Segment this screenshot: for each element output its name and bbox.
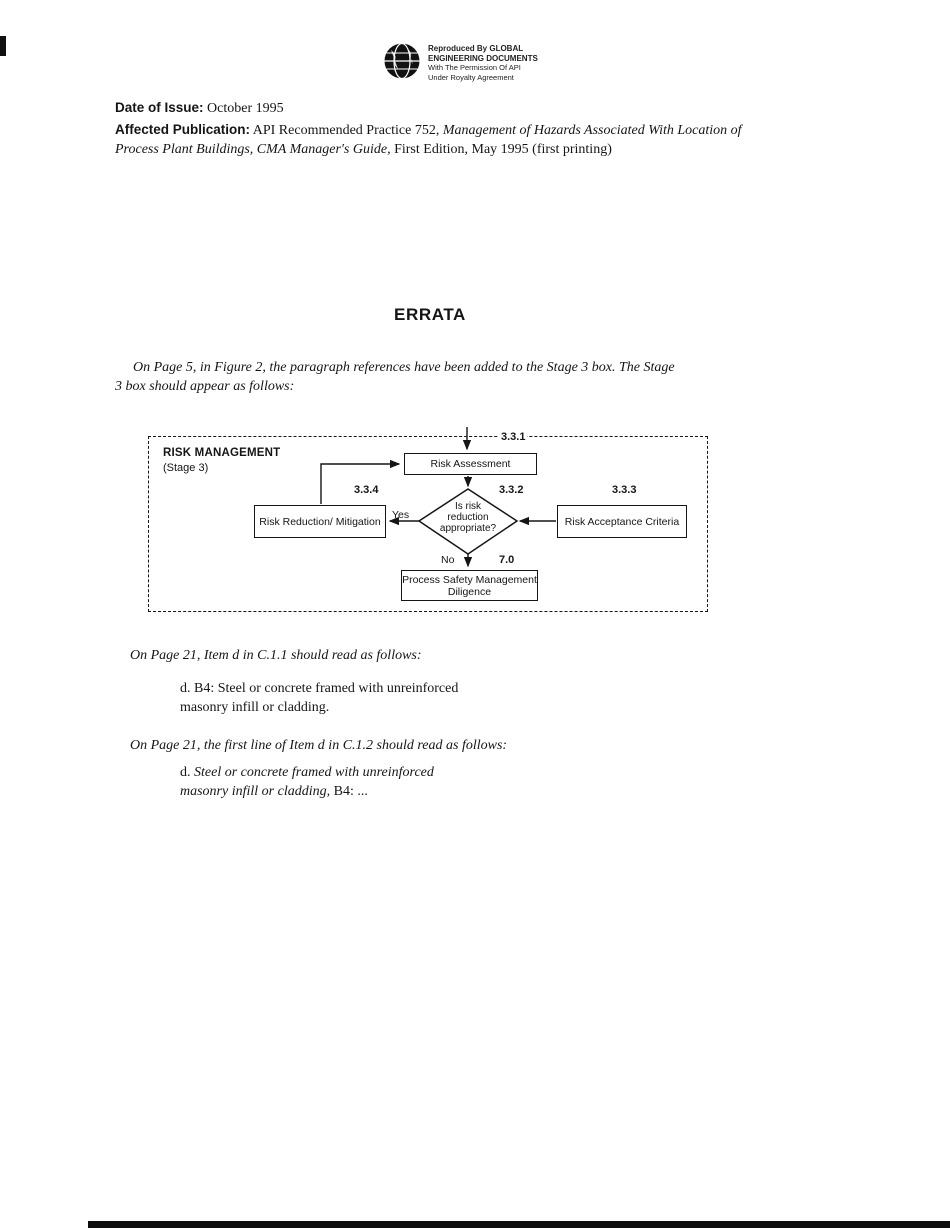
logo-line: Under Royalty Agreement	[428, 72, 514, 82]
affected-publication-label: Affected Publication:	[115, 122, 251, 137]
errata-title: ERRATA	[394, 305, 466, 324]
flowchart-stage-label: (Stage 3)	[163, 462, 209, 474]
stage3-flowchart: RISK MANAGEMENT (Stage 3) Risk Assessmen…	[148, 427, 708, 612]
date-of-issue: Date of Issue: October 1995	[115, 100, 284, 117]
risk-reduction-node: Risk Reduction/ Mitigation	[254, 505, 386, 538]
logo-line: With The Permission Of API	[428, 63, 521, 72]
ref-7-0: 7.0	[499, 554, 515, 566]
date-of-issue-label: Date of Issue:	[115, 100, 204, 115]
ref-3-3-2: 3.3.2	[497, 484, 526, 496]
affected-publication-italic1: Management of Hazards Associated With Lo…	[442, 123, 742, 138]
section-c12-line1-roman: d.	[180, 765, 191, 780]
flowchart-title: RISK MANAGEMENT	[163, 447, 281, 459]
section-c11-body: d. B4: Steel or concrete framed with unr…	[180, 680, 458, 717]
section-c12-line2-roman: B4: ...	[333, 783, 368, 799]
errata-intro-line1: On Page 5, in Figure 2, the paragraph re…	[133, 360, 675, 375]
logo-line: ENGINEERING DOCUMENTS	[428, 53, 538, 63]
section-c11-heading: On Page 21, Item d in C.1.1 should read …	[130, 648, 422, 663]
psm-diligence-label: Process Safety Management Diligence	[402, 573, 537, 598]
affected-publication-line2: Process Plant Buildings, CMA Manager's G…	[115, 141, 855, 160]
affected-publication-roman1: API Recommended Practice 752,	[252, 123, 440, 138]
publisher-logo: Reproduced By GLOBAL ENGINEERING DOCUMEN…	[383, 42, 538, 82]
affected-publication-line1: Affected Publication: API Recommended Pr…	[115, 121, 855, 141]
ref-3-3-1: 3.3.1	[499, 431, 528, 443]
affected-publication-roman2: First Edition, May 1995 (first printing)	[394, 141, 612, 157]
section-c12-line2-italic: masonry infill or cladding,	[180, 783, 331, 799]
globe-logo-icon	[384, 42, 420, 80]
risk-reduction-label: Risk Reduction/ Mitigation	[259, 515, 381, 528]
errata-intro-paragraph: On Page 5, in Figure 2, the paragraph re…	[115, 358, 765, 396]
section-c12-body: d. Steel or concrete framed with unreinf…	[180, 764, 434, 801]
section-c11-line2: masonry infill or cladding.	[180, 699, 330, 715]
psm-diligence-node: Process Safety Management Diligence	[401, 570, 538, 601]
risk-acceptance-label: Risk Acceptance Criteria	[564, 515, 680, 528]
section-c12-line2: masonry infill or cladding, B4: ...	[180, 783, 434, 802]
scan-artifact-bottom	[88, 1221, 950, 1228]
arrow-reduction-to-assessment	[320, 459, 401, 504]
section-c12-heading: On Page 21, the first line of Item d in …	[130, 738, 508, 753]
scan-artifact-left	[0, 36, 6, 56]
ref-3-3-4: 3.3.4	[352, 484, 381, 496]
risk-acceptance-node: Risk Acceptance Criteria	[557, 505, 687, 538]
section-c12-line1: d. Steel or concrete framed with unreinf…	[180, 764, 434, 783]
date-of-issue-value: October 1995	[207, 101, 284, 116]
no-edge-label: No	[441, 554, 455, 566]
errata-intro-line2: 3 box should appear as follows:	[115, 379, 295, 394]
risk-assessment-label: Risk Assessment	[430, 458, 511, 470]
logo-text: Reproduced By GLOBAL ENGINEERING DOCUMEN…	[428, 42, 538, 82]
risk-assessment-node: Risk Assessment	[404, 453, 537, 475]
yes-edge-label: Yes	[392, 509, 410, 521]
affected-publication: Affected Publication: API Recommended Pr…	[115, 121, 855, 159]
affected-publication-italic2: Process Plant Buildings, CMA Manager's G…	[115, 141, 391, 157]
decision-diamond-shape	[417, 488, 519, 555]
logo-line: Reproduced By GLOBAL	[428, 44, 524, 53]
flowchart-connectors	[320, 427, 556, 568]
decision-label: Is risk reduction appropriate?	[439, 501, 497, 534]
section-c12-line1-italic: Steel or concrete framed with unreinforc…	[194, 765, 434, 780]
ref-3-3-3: 3.3.3	[610, 484, 639, 496]
section-c11-line1: d. B4: Steel or concrete framed with unr…	[180, 681, 459, 696]
